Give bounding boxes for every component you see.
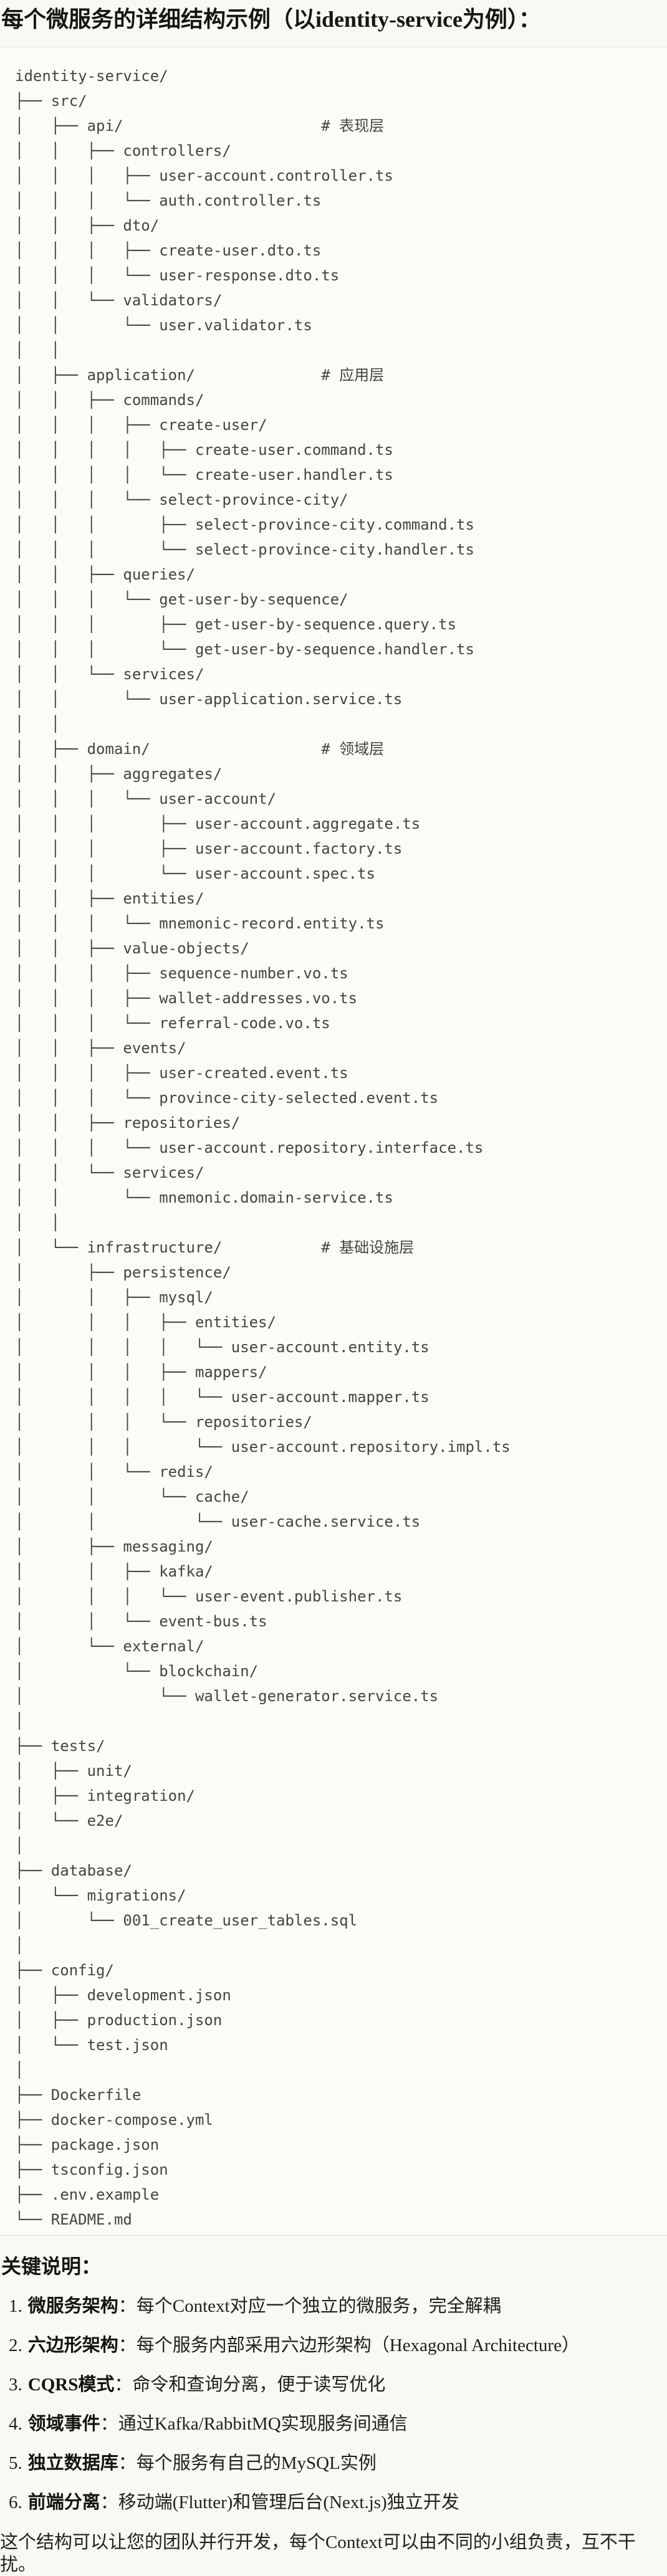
key-point-item: 3.CQRS模式：命令和查询分离，便于读写优化 bbox=[9, 2373, 667, 2396]
key-point-number: 4. bbox=[9, 2414, 22, 2434]
key-point-label: 微服务架构 bbox=[27, 2296, 118, 2316]
key-point-item: 6. 前端分离：移动端(Flutter)和管理后台(Next.js)独立开发 bbox=[9, 2491, 667, 2514]
key-point-number: 2. bbox=[9, 2335, 22, 2355]
key-point-description: ：通过Kafka/RabbitMQ实现服务间通信 bbox=[100, 2414, 408, 2434]
page-title: 每个微服务的详细结构示例（以identity-service为例）： bbox=[1, 7, 541, 32]
directory-tree-text: identity-service/ ├── src/ │ ├── api/ # … bbox=[15, 67, 511, 2228]
directory-tree-code-block: identity-service/ ├── src/ │ ├── api/ # … bbox=[0, 47, 667, 2236]
key-point-number: 1. bbox=[9, 2296, 22, 2316]
key-point-number: 5. bbox=[9, 2453, 22, 2473]
key-point-description: ：每个Context对应一个独立的微服务，完全解耦 bbox=[118, 2296, 501, 2316]
key-point-label: CQRS模式 bbox=[27, 2375, 115, 2395]
key-point-number: 3. bbox=[9, 2375, 22, 2395]
key-point-label: 六边形架构 bbox=[27, 2335, 118, 2355]
key-points-list: 1.微服务架构：每个Context对应一个独立的微服务，完全解耦 2.六边形架构… bbox=[0, 2295, 667, 2514]
closing-paragraph: 这个结构可以让您的团队并行开发，每个Context可以由不同的小组负责，互不干扰… bbox=[0, 2532, 636, 2575]
key-point-label: 领域事件 bbox=[27, 2414, 100, 2434]
key-point-description: ：每个服务有自己的MySQL实例 bbox=[118, 2453, 377, 2473]
key-point-label: 前端分离 bbox=[27, 2493, 100, 2512]
key-point-item: 2.六边形架构：每个服务内部采用六边形架构（Hexagonal Architec… bbox=[9, 2334, 667, 2357]
key-point-item: 4.领域事件：通过Kafka/RabbitMQ实现服务间通信 bbox=[9, 2413, 667, 2435]
key-point-description: ：每个服务内部采用六边形架构（Hexagonal Architecture） bbox=[118, 2335, 580, 2355]
key-point-number: 6. bbox=[9, 2493, 22, 2512]
key-point-label: 独立数据库 bbox=[27, 2453, 118, 2473]
key-point-description: ：命令和查询分离，便于读写优化 bbox=[114, 2375, 386, 2395]
key-point-item: 5.独立数据库：每个服务有自己的MySQL实例 bbox=[9, 2452, 667, 2474]
key-notes-heading: 关键说明： bbox=[1, 2255, 102, 2278]
key-point-description: ：移动端(Flutter)和管理后台(Next.js)独立开发 bbox=[100, 2493, 459, 2512]
key-point-item: 1.微服务架构：每个Context对应一个独立的微服务，完全解耦 bbox=[9, 2295, 667, 2317]
document-page: { "header": { "title": "每个微服务的详细结构示例（以id… bbox=[0, 5, 667, 2575]
